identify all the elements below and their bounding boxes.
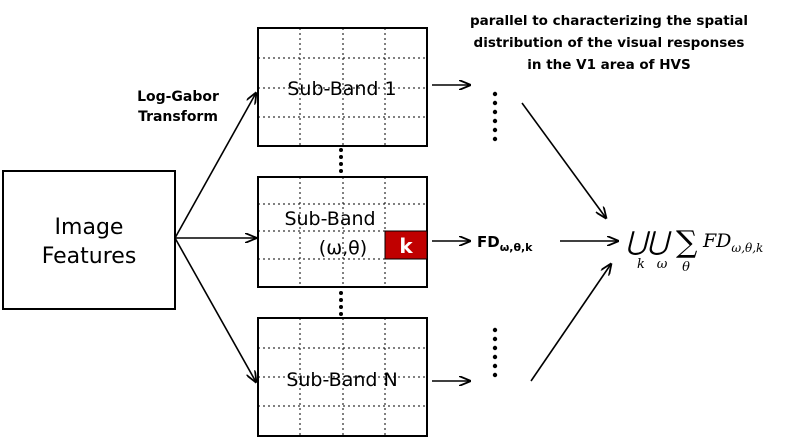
- sub-band-mid-label-line1: Sub-Band: [284, 208, 375, 230]
- formula-unions: ⋃⋃: [626, 227, 672, 257]
- k-label: k: [399, 234, 413, 258]
- sub-band-1-label: Sub-Band 1: [287, 78, 396, 100]
- aggregation-formula: ⋃⋃ ∑ FDω,θ,k k ω θ: [626, 225, 763, 275]
- fd-sub: ω,θ,k: [500, 241, 533, 254]
- formula-fd-sub: ω,θ,k: [731, 241, 763, 255]
- arrow-to-formula-top: [521, 102, 606, 218]
- formula-under-omega: ω: [657, 257, 668, 272]
- sub-band-n-label: Sub-Band N: [286, 369, 397, 391]
- sub-band-1-grid: Sub-Band 1: [257, 27, 428, 147]
- sub-band-mid-grid: k Sub-Band (ω,θ): [257, 176, 428, 288]
- note-line2: distribution of the visual responses: [474, 35, 745, 51]
- note-line1: parallel to characterizing the spatial: [470, 13, 748, 29]
- note-text: parallel to characterizing the spatial d…: [470, 13, 748, 73]
- image-features-box: Image Features: [2, 170, 176, 310]
- fd-label: FDω,θ,k: [477, 233, 533, 254]
- fd-main: FD: [477, 233, 500, 251]
- formula-sum: ∑: [676, 225, 698, 260]
- image-features-line2: Features: [42, 244, 137, 269]
- transform-label-line2: Transform: [138, 109, 218, 125]
- highlight-cell: [384, 230, 428, 260]
- formula-under-theta: θ: [682, 260, 690, 275]
- sub-band-mid-label-line2: (ω,θ): [319, 237, 367, 259]
- arrow-to-formula-bottom: [530, 264, 611, 382]
- image-features-line1: Image: [55, 215, 124, 240]
- vertical-ellipsis-top-right: [492, 91, 498, 142]
- svg-text:FDω,θ,k: FDω,θ,k: [477, 233, 533, 254]
- note-line3: in the V1 area of HVS: [527, 57, 690, 73]
- formula-fd: FD: [702, 230, 731, 252]
- vertical-ellipsis-left: [339, 148, 343, 316]
- arrow-to-band-n: [174, 237, 256, 382]
- arrow-to-band1: [174, 93, 256, 239]
- svg-text:FDω,θ,k: FDω,θ,k: [702, 230, 763, 255]
- formula-under-k: k: [637, 257, 645, 272]
- sub-band-n-grid: Sub-Band N: [257, 317, 428, 437]
- transform-label-line1: Log-Gabor: [137, 89, 219, 105]
- vertical-ellipsis-bottom-right: [492, 327, 498, 378]
- transform-label: Log-Gabor Transform: [137, 89, 219, 125]
